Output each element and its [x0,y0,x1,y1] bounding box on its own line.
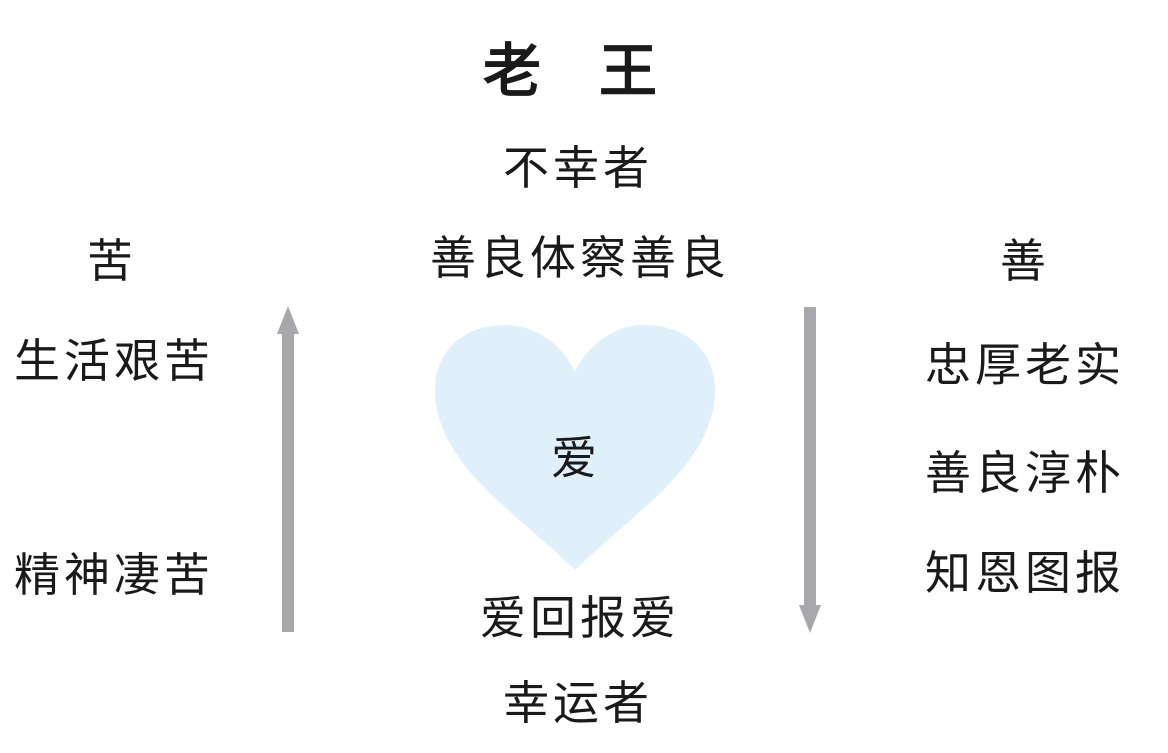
arrow-down-icon [799,307,821,633]
heart-label: 爱 [551,431,601,485]
right-heading: 善 [1000,234,1050,288]
top-role: 不幸者 [503,141,653,195]
right-item: 知恩图报 [925,546,1125,600]
page-title: 老 王 [482,37,658,105]
left-heading: 苦 [87,234,137,288]
left-item: 精神凄苦 [14,548,214,602]
right-item: 善良淳朴 [925,446,1125,500]
arrow-up-icon [277,306,299,632]
top-phrase: 善良体察善良 [430,231,730,285]
heart-icon [435,325,715,570]
right-item: 忠厚老实 [925,338,1125,392]
left-item: 生活艰苦 [14,334,214,388]
bottom-role: 幸运者 [503,676,653,730]
bottom-phrase: 爱回报爱 [480,591,680,645]
